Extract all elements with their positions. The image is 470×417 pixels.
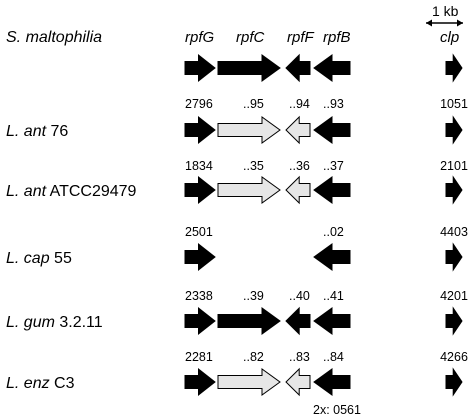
gene-id-g: 2501 [185,225,213,239]
organism-row-s-maltophilia: S. maltophilia [6,29,463,83]
footnote-label: 2x: 0561 [313,403,361,417]
gene-id-clp: 4201 [440,289,468,303]
gene-id-f: ..83 [289,350,310,364]
gene-header-rpfC: rpfC [236,29,265,46]
gene-arrow-g-filled [184,175,216,205]
gene-arrow-b-filled [313,116,351,144]
organism-name-l-enz-c3: L. enz C3 [6,375,75,392]
gene-arrow-b-filled [313,243,351,271]
gene-arrow-f-hollow [285,367,311,397]
organism-name-s-maltophilia: S. maltophilia [6,29,102,46]
gene-arrow-clp-filled [445,367,463,397]
gene-id-c: ..35 [243,159,264,173]
gene-arrow-g-filled [184,242,216,272]
gene-arrow-c-filled [217,307,281,335]
gene-id-g: 2281 [185,350,213,364]
gene-id-f: ..36 [289,159,310,173]
gene-arrow-g-filled [184,367,216,397]
gene-arrow-c-hollow [217,368,281,396]
organism-name-l-cap-55: L. cap 55 [6,250,72,267]
organism-name-l-gum-3-2-11: L. gum 3.2.11 [6,314,103,331]
gene-arrow-clp-filled [445,115,463,145]
gene-id-g: 2796 [185,97,213,111]
gene-id-f: ..40 [289,289,310,303]
gene-id-b: ..02 [323,225,344,239]
gene-id-c: ..82 [243,350,264,364]
gene-id-clp: 1051 [440,97,468,111]
gene-id-c: ..39 [243,289,264,303]
gene-arrow-f-hollow [285,115,311,145]
gene-arrow-f-filled [285,53,311,83]
gene-arrow-f-hollow [285,175,311,205]
gene-id-b: ..37 [323,159,344,173]
gene-arrow-clp-filled [445,242,463,272]
gene-id-g: 1834 [185,159,213,173]
organism-row-l-cap-55: L. cap 55 2501 ..02 4403 [6,225,468,272]
gene-arrow-b-filled [313,368,351,396]
scale-bar-label: 1 kb [432,3,459,19]
gene-id-c: ..95 [243,97,264,111]
gene-header-rpfF: rpfF [287,29,315,46]
gene-header-rpfG: rpfG [185,29,215,46]
gene-arrow-c-hollow [217,176,281,204]
organism-name-l-ant-76: L. ant 76 [6,123,68,140]
gene-id-f: ..94 [289,97,310,111]
gene-id-b: ..84 [323,350,344,364]
organism-name-l-ant-atcc29479: L. ant ATCC29479 [6,183,137,200]
gene-arrow-g-filled [184,306,216,336]
gene-id-b: ..93 [323,97,344,111]
scale-bar [426,19,463,27]
organism-row-l-enz-c3: L. enz C3 2281 ..82 ..83 ..84 4266 [6,350,468,397]
gene-id-clp: 4266 [440,350,468,364]
gene-arrow-f-filled [285,306,311,336]
gene-arrow-b-filled [313,54,351,82]
gene-arrow-g-filled [184,53,216,83]
gene-id-clp: 2101 [440,159,468,173]
gene-arrow-g-filled [184,115,216,145]
gene-arrow-c-filled [217,54,281,82]
gene-arrow-clp-filled [445,53,463,83]
organism-row-l-ant-atcc29479: L. ant ATCC29479 1834 ..35 ..36 ..37 2101 [6,159,468,205]
gene-arrow-clp-filled [445,175,463,205]
gene-arrow-b-filled [313,176,351,204]
gene-id-b: ..41 [323,289,344,303]
gene-id-g: 2338 [185,289,213,303]
gene-arrow-b-filled [313,307,351,335]
gene-header-rpfB: rpfB [323,29,351,46]
gene-header-clp: clp [440,29,459,46]
organism-row-l-ant-76: L. ant 76 2796 ..95 ..94 ..93 1051 [6,97,468,145]
organism-row-l-gum-3-2-11: L. gum 3.2.11 2338 ..39 ..40 ..41 4201 [6,289,468,336]
gene-arrow-c-hollow [217,116,281,144]
gene-arrow-clp-filled [445,306,463,336]
gene-id-clp: 4403 [440,225,468,239]
